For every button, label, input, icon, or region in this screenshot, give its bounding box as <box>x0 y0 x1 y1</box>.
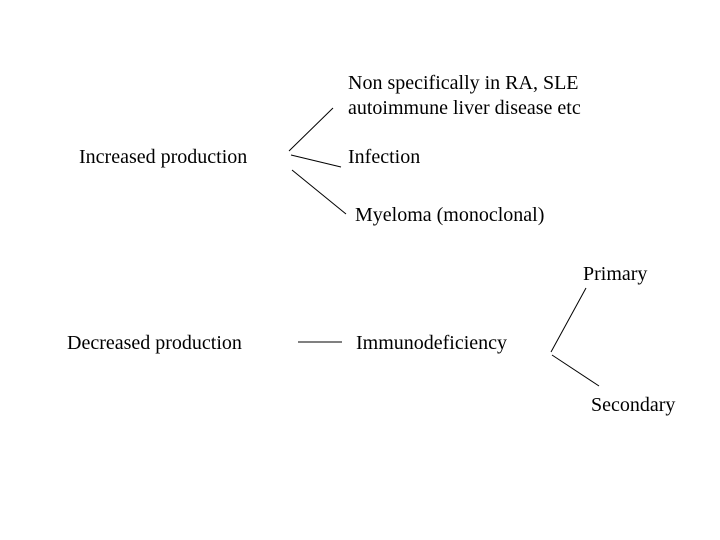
node-nonspecific-line2: autoimmune liver disease etc <box>348 97 581 119</box>
connector-increased-to-infection <box>290 154 342 168</box>
node-primary: Primary <box>583 263 648 285</box>
node-secondary: Secondary <box>591 394 676 416</box>
node-nonspecific-line1: Non specifically in RA, SLE <box>348 72 579 94</box>
connector-increased-to-myeloma <box>291 169 347 215</box>
node-decreased-production: Decreased production <box>67 332 242 354</box>
node-nonspecific-conditions: Non specifically in RA, SLE autoimmune l… <box>348 71 581 121</box>
node-increased-production: Increased production <box>79 146 248 168</box>
node-myeloma: Myeloma (monoclonal) <box>355 204 545 226</box>
connector-immunodeficiency-to-secondary <box>551 354 600 387</box>
connector-increased-to-nonspecific <box>288 107 334 152</box>
connector-immunodeficiency-to-primary <box>550 287 587 353</box>
node-infection: Infection <box>348 146 421 168</box>
node-immunodeficiency: Immunodeficiency <box>356 332 508 354</box>
